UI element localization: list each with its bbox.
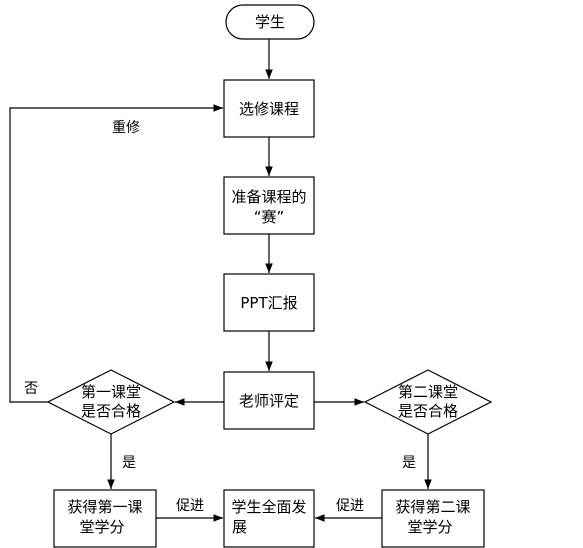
development-label-line2: 展 [232, 518, 247, 536]
yes-right-label: 是 [402, 455, 416, 471]
prepare-course-node [223, 176, 315, 235]
second-class-label-line2: 是否合格 [398, 402, 458, 420]
second-class-label-line1: 第二课堂 [398, 383, 458, 401]
edge-retake-loop [9, 104, 223, 403]
select-course-label: 选修课程 [239, 100, 299, 118]
ppt-report-node [223, 273, 315, 332]
start-label: 学生 [255, 13, 285, 31]
yes-left-label: 是 [122, 455, 136, 471]
retake-label: 重修 [112, 120, 140, 136]
credit2-node [381, 489, 485, 548]
start-node [225, 4, 315, 40]
promote-left-label: 促进 [176, 498, 204, 514]
credit1-label-line2: 堂学分 [79, 518, 124, 536]
credit1-node [53, 489, 157, 548]
development-node [223, 489, 315, 548]
teacher-eval-label: 老师评定 [239, 392, 299, 410]
teacher-eval-node [223, 371, 315, 430]
credit2-label-line1: 获得第二课 [395, 498, 470, 516]
credit2-label-line2: 堂学分 [407, 518, 452, 536]
no-label: 否 [24, 381, 38, 397]
select-course-node [223, 79, 315, 138]
promote-right-label: 促进 [336, 498, 364, 514]
first-class-label-line1: 第一课堂 [81, 383, 141, 401]
prepare-course-label-line2: “赛” [254, 208, 285, 226]
development-label-line1: 学生全面发 [231, 498, 306, 516]
ppt-report-label: PPT汇报 [240, 294, 297, 312]
credit1-label-line1: 获得第一课 [67, 498, 142, 516]
prepare-course-label-line1: 准备课程的 [231, 188, 306, 206]
first-class-label-line2: 是否合格 [81, 402, 141, 420]
